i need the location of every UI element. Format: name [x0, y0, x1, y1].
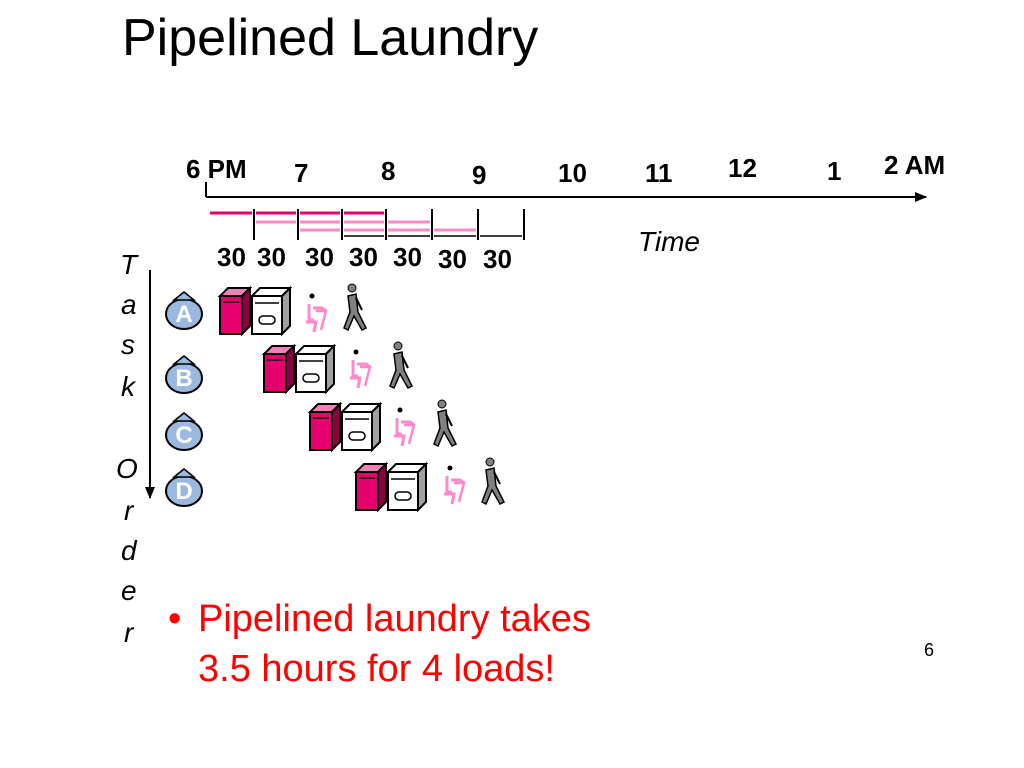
task-order-letter: s	[121, 329, 135, 360]
hour-label: 2 AM	[884, 150, 945, 180]
bullet-line-1: Pipelined laundry takes	[198, 598, 591, 640]
bullet-dot: •	[168, 598, 182, 640]
segment-minutes-label: 30	[349, 242, 378, 272]
hour-label: 9	[472, 160, 486, 190]
hour-label: 6 PM	[186, 154, 247, 184]
hour-label: 10	[558, 158, 587, 188]
laundry-bag-icon: C	[165, 412, 203, 451]
time-axis-label: Time	[638, 226, 700, 257]
dryer-icon	[341, 403, 381, 451]
stasher-icon	[433, 399, 457, 447]
task-order-letter: k	[121, 371, 137, 402]
laundry-bag-icon: B	[165, 355, 203, 394]
stasher-icon	[343, 283, 367, 331]
task-order-letter: d	[121, 535, 138, 566]
washer-icon	[263, 345, 295, 393]
folder-icon	[442, 464, 466, 506]
task-label: B	[175, 365, 192, 392]
folder-icon	[392, 406, 416, 448]
task-label: D	[175, 478, 192, 505]
task-label: C	[175, 422, 192, 449]
washer-icon	[309, 403, 341, 451]
hour-label: 8	[381, 156, 395, 186]
bullet-line-2: 3.5 hours for 4 loads!	[198, 648, 555, 690]
segment-minutes-label: 30	[438, 244, 467, 274]
hour-label: 7	[294, 158, 308, 188]
folder-icon	[348, 348, 372, 390]
task-order-letter: r	[124, 617, 135, 648]
laundry-bag-icon: A	[165, 291, 203, 330]
task-order-letter: a	[121, 289, 137, 320]
dryer-icon	[387, 463, 427, 511]
segment-minutes-label: 30	[217, 242, 246, 272]
segment-minutes-label: 30	[393, 242, 422, 272]
dryer-icon	[295, 345, 335, 393]
washer-icon	[219, 287, 251, 335]
folder-icon	[304, 292, 328, 334]
summary-bullet: • Pipelined laundry takes 3.5 hours for …	[168, 594, 591, 694]
laundry-bag-icon: D	[165, 468, 203, 507]
slide-number: 6	[924, 640, 935, 660]
dryer-icon	[251, 287, 291, 335]
segment-minutes-label: 30	[483, 244, 512, 274]
hour-label: 11	[645, 158, 673, 188]
task-label: A	[175, 301, 192, 328]
task-order-label: T a s k O r d e r	[116, 249, 139, 648]
task-order-letter: r	[124, 495, 135, 526]
segment-minutes-label: 30	[305, 242, 334, 272]
slide-title: Pipelined Laundry	[122, 9, 539, 67]
washer-icon	[355, 463, 387, 511]
task-order-letter: e	[121, 575, 137, 606]
stage-segments	[210, 209, 525, 240]
hour-label: 12	[728, 153, 757, 183]
task-order-letter: O	[116, 453, 138, 484]
stasher-icon	[389, 341, 413, 389]
stasher-icon	[481, 457, 505, 505]
segment-minutes-label: 30	[257, 242, 286, 272]
task-order-letter: T	[120, 249, 139, 280]
hour-label: 1	[827, 156, 841, 186]
